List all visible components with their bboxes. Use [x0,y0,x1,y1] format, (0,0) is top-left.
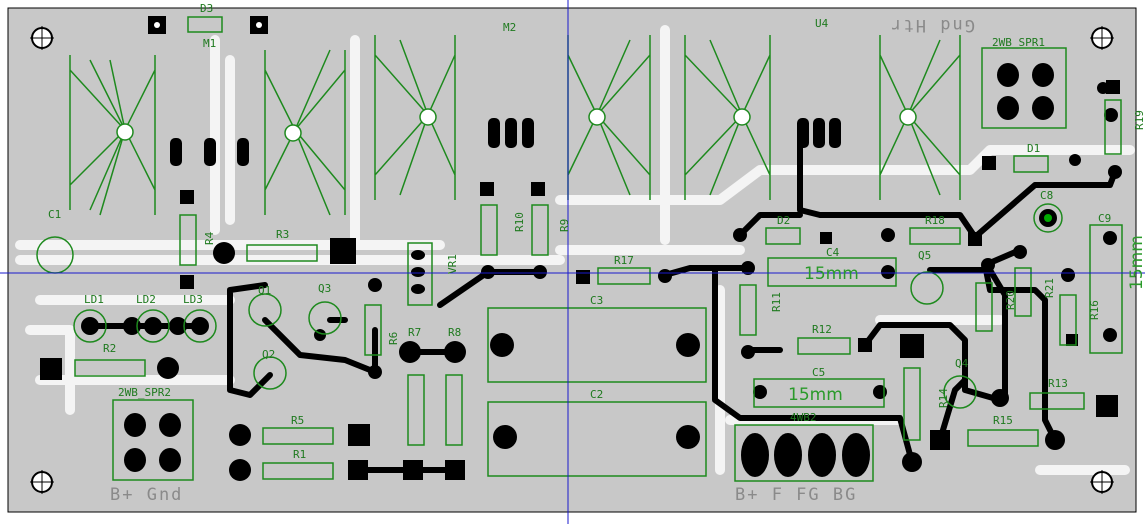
label-q1: Q1 [258,284,271,297]
label-r8: R8 [448,326,461,339]
label-r14: R14 [937,388,950,408]
label-r11: R11 [770,292,783,312]
label-d1: D1 [1027,142,1040,155]
label-ld2: LD2 [136,293,156,306]
label-c9-size: 15mm [1127,235,1145,290]
label-d3: D3 [200,2,213,15]
label-c1: C1 [48,208,61,221]
silk-labels: D3 M1 M2 U4 Gnd Htr 2WB_SPR1 2WB_SPR2 D1… [48,2,1145,505]
label-r21: R21 [1043,278,1056,298]
label-c9: C9 [1098,212,1111,225]
label-r16: R16 [1088,300,1101,320]
label-c5: C5 [812,366,825,379]
label-c8: C8 [1040,189,1053,202]
label-q2: Q2 [262,348,275,361]
label-r20: R20 [1004,290,1017,310]
label-r6: R6 [387,332,400,345]
label-4wb2: 4WB2 [790,411,817,424]
label-r10: R10 [513,212,526,232]
label-r17: R17 [614,254,634,267]
label-bplus-f-fg-bg: B+ F FG BG [735,485,857,505]
label-r15: R15 [993,414,1013,427]
label-m1: M1 [203,37,216,50]
label-r2: R2 [103,342,116,355]
label-r7: R7 [408,326,421,339]
label-r4: R4 [203,231,216,245]
label-r5: R5 [291,414,304,427]
component-outlines [36,16,1123,482]
label-spr1: 2WB_SPR1 [992,36,1045,49]
label-spr2: 2WB_SPR2 [118,386,171,399]
label-r1: R1 [293,448,306,461]
label-u4: U4 [815,17,829,30]
label-vr1: VR1 [446,254,459,274]
mounting-holes [30,26,1114,494]
label-c4: C4 [826,246,840,259]
label-r12: R12 [812,323,832,336]
pads [40,16,1122,481]
label-c3: C3 [590,294,603,307]
label-q3: Q3 [318,282,331,295]
heatsinks [69,35,961,216]
label-r9: R9 [558,219,571,232]
label-r3: R3 [276,228,289,241]
label-ld3: LD3 [183,293,203,306]
label-c2: C2 [590,388,603,401]
label-c5-size: 15mm [788,385,843,405]
label-gnd-htr: Gnd Htr [889,15,975,35]
label-q4: Q4 [955,357,969,370]
label-bplus-gnd: B+ Gnd [110,485,183,505]
label-q5: Q5 [918,249,931,262]
label-c4-size: 15mm [804,264,859,284]
label-r13: R13 [1048,377,1068,390]
label-d2: D2 [777,214,790,227]
label-m2: M2 [503,21,516,34]
label-r19: R19 [1133,110,1145,130]
label-r18: R18 [925,214,945,227]
label-ld1: LD1 [84,293,104,306]
